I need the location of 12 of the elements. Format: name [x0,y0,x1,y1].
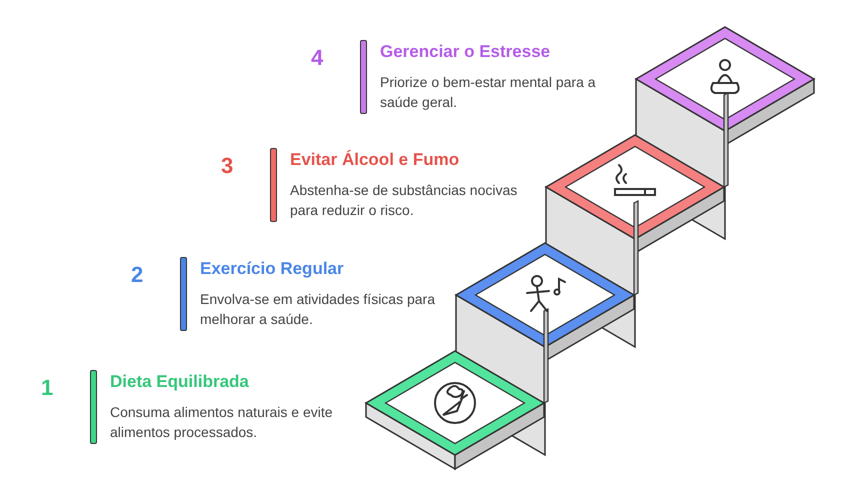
step-description: Consuma alimentos naturais e evite alimentos processados. [110,403,334,442]
step-number: 4 [311,45,324,71]
step-number: 1 [41,375,54,401]
step-number: 3 [221,153,234,179]
step-title: Exercício Regular [200,259,344,279]
step-title: Evitar Álcool e Fumo [290,150,460,170]
step-title: Dieta Equilibrada [110,372,249,392]
step-description: Abstenha-se de substâncias nocivas para reduzir o risco. [290,181,518,220]
step-title: Gerenciar o Estresse [380,42,550,62]
step-number: 2 [131,262,144,288]
step-description: Priorize o bem-estar mental para a saúde geral. [380,73,597,112]
step-description: Envolva-se em atividades físicas para melhorar a saúde. [200,290,435,329]
